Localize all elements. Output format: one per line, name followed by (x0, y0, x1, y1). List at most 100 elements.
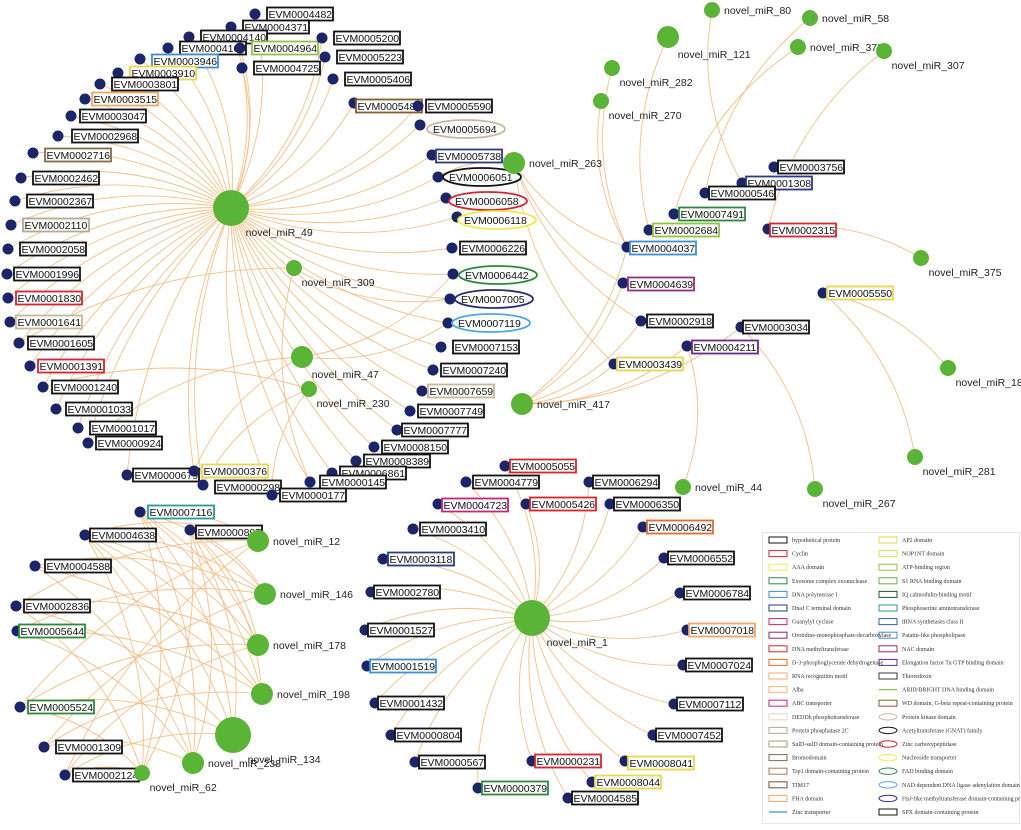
mirna-node[interactable]: novel_miR_307 (876, 43, 965, 72)
gene-node[interactable]: EVM0004037 (621, 240, 697, 256)
mirna-node[interactable]: novel_miR_178 (247, 634, 346, 656)
gene-node[interactable]: EVM0008041 (619, 755, 695, 771)
gene-node[interactable]: EVM0000379 (472, 780, 549, 796)
mirna-node[interactable]: novel_miR_49 (213, 190, 313, 239)
mirna-node[interactable]: novel_miR_80 (704, 2, 791, 18)
gene-node[interactable]: EVM0002367 (9, 193, 94, 209)
gene-node[interactable]: EVM0006492 (637, 519, 714, 535)
mirna-node[interactable]: novel_miR_146 (254, 583, 353, 605)
mirna-node[interactable]: novel_miR_58 (802, 10, 889, 26)
gene-node[interactable]: EVM0006051 (432, 167, 522, 187)
gene-node[interactable]: EVM0001017 (72, 420, 157, 436)
gene-node[interactable]: EVM0004779 (460, 474, 540, 490)
gene-node[interactable]: EVM0000298 (197, 479, 282, 495)
mirna-node[interactable]: novel_miR_62 (134, 765, 217, 794)
gene-node[interactable]: EVM0001391 (24, 358, 105, 374)
gene-node[interactable]: EVM0003756 (768, 159, 845, 175)
gene-node[interactable]: EVM0002110 (5, 217, 90, 233)
gene-node[interactable]: EVM0005694 (414, 119, 506, 139)
gene-node[interactable]: EVM0001641 (4, 314, 83, 330)
gene-node[interactable]: EVM0004211 (681, 339, 759, 355)
gene-node[interactable]: EVM0007491 (668, 206, 746, 222)
gene-node[interactable]: EVM0006294 (583, 474, 660, 490)
gene-node[interactable]: EVM0001996 (1, 266, 81, 282)
gene-node[interactable]: EVM0003118 (377, 551, 455, 567)
gene-node[interactable]: EVM0000804 (385, 727, 462, 743)
gene-node[interactable]: EVM0004588 (29, 558, 112, 574)
gene-node[interactable]: EVM0007153 (435, 339, 520, 355)
gene-node[interactable]: EVM0004723 (432, 497, 509, 513)
gene-node[interactable]: EVM0002780 (365, 584, 441, 600)
gene-node[interactable]: EVM0005738 (426, 148, 503, 164)
gene-node[interactable]: EVM0002058 (2, 241, 87, 257)
gene-node[interactable]: EVM0007452 (647, 727, 723, 743)
gene-node[interactable]: EVM0006350 (604, 496, 681, 512)
mirna-node[interactable]: novel_miR_267 (807, 481, 896, 510)
gene-node[interactable]: EVM0007119 (442, 313, 531, 333)
gene-node[interactable]: EVM0005550 (817, 285, 894, 301)
mirna-node[interactable]: novel_miR_270 (593, 93, 682, 122)
gene-node[interactable]: EVM0004638 (79, 527, 157, 543)
gene-node[interactable]: EVM0000145 (304, 474, 387, 490)
gene-node[interactable]: EVM0002918 (635, 313, 714, 329)
gene-node[interactable]: EVM0005055 (499, 458, 577, 474)
gene-node[interactable]: EVM0001830 (2, 290, 83, 306)
gene-node[interactable]: EVM0006118 (451, 210, 537, 230)
gene-node[interactable]: EVM0001033 (50, 401, 133, 417)
gene-node[interactable]: EVM0005200 (316, 30, 401, 46)
gene-node[interactable]: EVM0002968 (52, 128, 139, 144)
gene-node[interactable]: EVM0006784 (674, 585, 751, 601)
mirna-node[interactable]: novel_miR_309 (286, 260, 375, 289)
gene-node[interactable]: EVM0005590 (412, 98, 493, 114)
mirna-node[interactable]: novel_miR_134 (215, 717, 321, 766)
gene-node[interactable]: EVM0000546 (699, 185, 776, 201)
mirna-node[interactable]: novel_miR_44 (675, 479, 762, 495)
gene-node[interactable]: EVM0004725 (236, 60, 321, 76)
gene-node[interactable]: EVM0005524 (14, 699, 95, 715)
gene-node[interactable]: EVM0007749 (404, 403, 485, 419)
mirna-node[interactable]: novel_miR_47 (291, 346, 379, 381)
gene-node[interactable]: EVM0006226 (446, 240, 527, 256)
gene-node[interactable]: EVM0004140 (183, 29, 268, 45)
gene-node[interactable]: EVM0003410 (407, 521, 487, 537)
gene-node[interactable]: EVM0005426 (520, 496, 597, 512)
gene-node[interactable]: EVM0001432 (369, 695, 445, 711)
gene-node[interactable]: EVM0001605 (13, 335, 95, 351)
gene-node[interactable]: EVM0002836 (10, 598, 91, 614)
mirna-node[interactable]: novel_miR_198 (251, 683, 350, 705)
mirna-node[interactable]: novel_miR_181 (940, 360, 1021, 389)
mirna-node[interactable]: novel_miR_282 (604, 60, 693, 89)
gene-node[interactable]: EVM0007659 (416, 383, 495, 399)
mirna-node[interactable]: novel_miR_372 (790, 39, 883, 55)
gene-node[interactable]: EVM0007005 (444, 289, 534, 309)
gene-node[interactable]: EVM0001240 (37, 379, 119, 395)
gene-node[interactable]: EVM0002315 (762, 222, 837, 238)
gene-node[interactable]: EVM0002462 (15, 170, 100, 186)
gene-node[interactable]: EVM0006552 (658, 550, 735, 566)
gene-node[interactable]: EVM0004639 (617, 276, 695, 292)
gene-node[interactable]: EVM0004585 (562, 790, 639, 806)
mirna-node[interactable]: novel_miR_12 (247, 530, 340, 552)
gene-node[interactable]: EVM0005223 (319, 49, 404, 65)
gene-node[interactable]: EVM0003801 (94, 76, 179, 92)
gene-node[interactable]: EVM0000567 (409, 754, 486, 770)
gene-node[interactable]: EVM0005406 (327, 71, 412, 87)
mirna-node[interactable]: novel_miR_238 (182, 752, 281, 774)
gene-node[interactable]: EVM0007024 (677, 657, 753, 673)
gene-node[interactable]: EVM0003439 (608, 356, 684, 372)
gene-node[interactable]: EVM0003034 (735, 319, 810, 335)
gene-node[interactable]: EVM0008044 (586, 774, 662, 790)
gene-node[interactable]: EVM0001519 (361, 658, 437, 674)
gene-node[interactable]: EVM0005487 (348, 97, 423, 114)
gene-node[interactable]: EVM0007777 (391, 422, 469, 438)
gene-node[interactable]: EVM0000376 (188, 463, 269, 479)
mirna-node[interactable]: novel_miR_375 (913, 250, 1002, 279)
gene-node[interactable]: EVM0004482 (249, 6, 334, 22)
mirna-node[interactable]: novel_miR_230 (301, 381, 390, 410)
gene-node[interactable]: EVM0002684 (643, 222, 720, 238)
gene-node[interactable]: EVM0004964 (234, 40, 319, 56)
gene-node[interactable]: EVM0007018 (681, 622, 756, 638)
gene-node[interactable]: EVM0007116 (134, 504, 215, 520)
gene-node[interactable]: EVM0004107 (162, 40, 247, 56)
gene-node[interactable]: EVM0006442 (447, 265, 538, 285)
